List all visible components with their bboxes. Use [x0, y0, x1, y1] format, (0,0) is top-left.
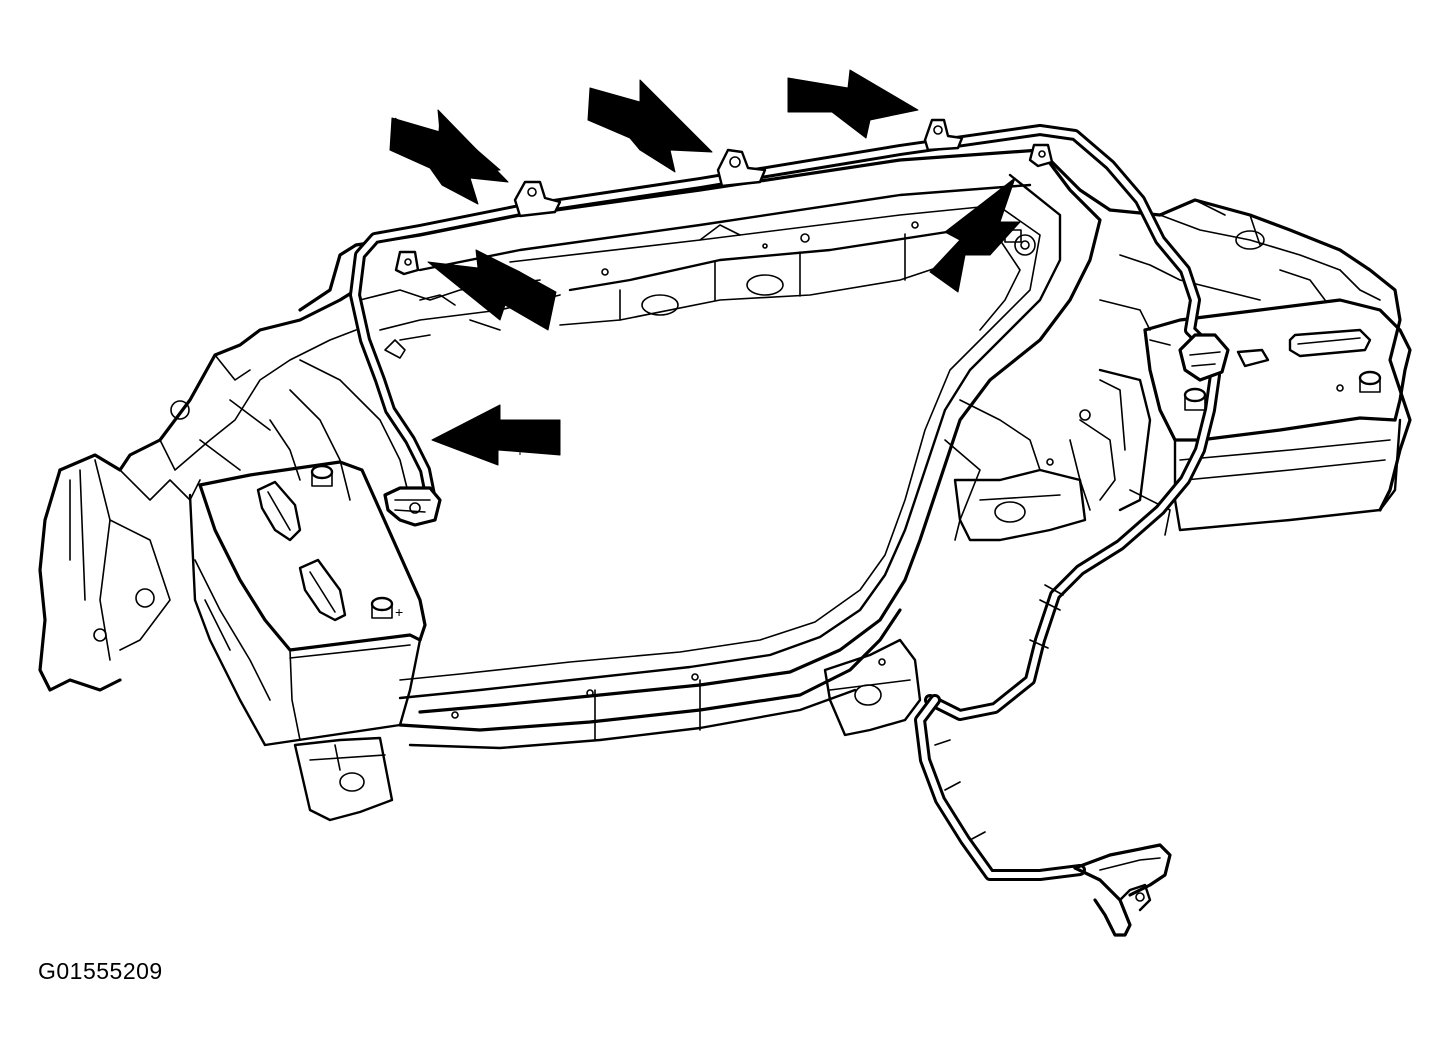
left-fender-bracket	[38, 288, 358, 692]
double-chevron-arrow-icon	[427, 249, 557, 331]
right-battery-tray	[1069, 368, 1171, 536]
right-fender-bracket	[1004, 198, 1412, 512]
cable-clip-3	[923, 118, 964, 152]
cable-clip-5	[394, 250, 420, 276]
double-chevron-arrow-icon	[787, 69, 919, 139]
left-lower-bracket	[293, 736, 394, 822]
double-chevron-arrow-icon	[389, 109, 509, 205]
cable-clip-2	[716, 148, 767, 188]
cable-clip-1	[513, 180, 562, 218]
left-battery: +	[188, 460, 427, 747]
figure-caption: G01555209	[38, 958, 163, 984]
double-chevron-arrow-icon	[431, 404, 561, 466]
right-battery	[1143, 298, 1412, 532]
callout-arrows	[389, 69, 1021, 466]
center-lower-mount	[823, 638, 922, 737]
cable-clips	[394, 118, 1054, 276]
left-battery-terminal-clamp	[383, 486, 442, 527]
right-lower-bracket	[953, 458, 1087, 542]
double-chevron-arrow-icon	[587, 79, 713, 173]
right-battery-terminal-clamp	[1178, 333, 1230, 382]
battery-cable	[349, 124, 1221, 881]
ground-terminal	[1073, 843, 1172, 937]
positive-terminal-mark: +	[395, 604, 403, 620]
frame-cradle	[269, 148, 1112, 750]
double-chevron-arrow-icon	[929, 177, 1021, 293]
cable-clip-4	[1028, 143, 1054, 168]
